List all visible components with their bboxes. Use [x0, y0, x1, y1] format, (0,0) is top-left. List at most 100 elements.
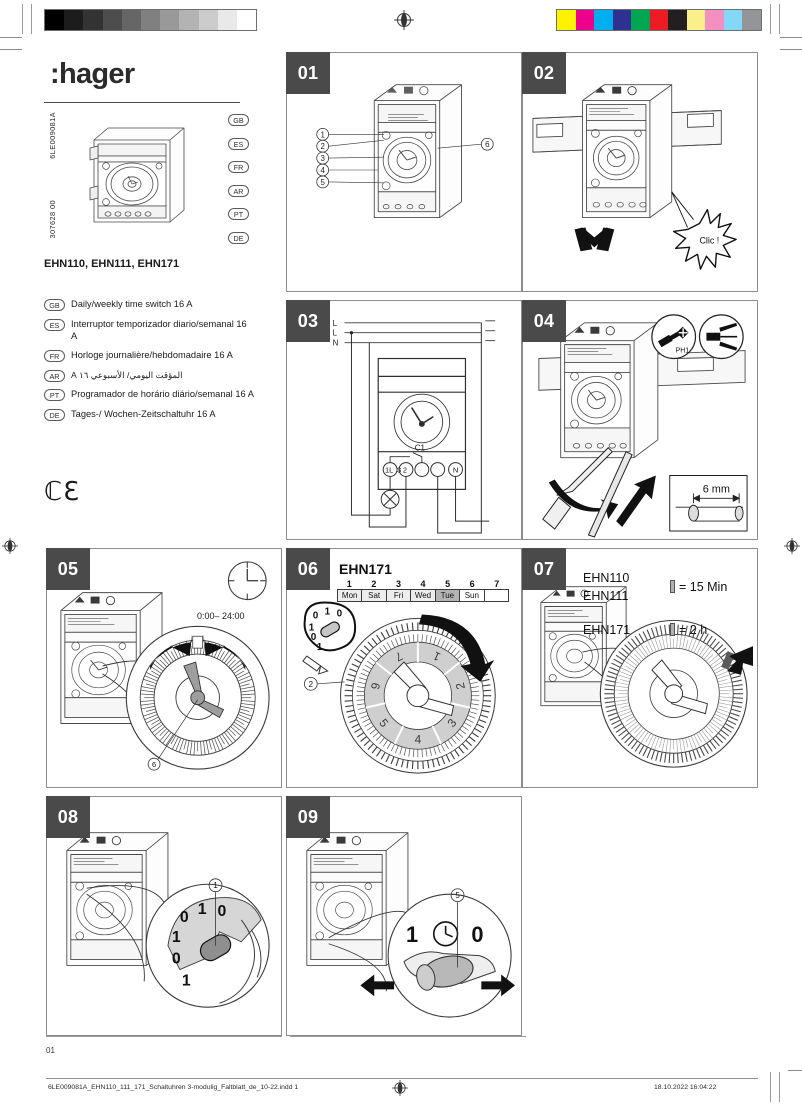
- gray-patch-10: [236, 10, 257, 30]
- weekday-number-1: 1: [346, 579, 352, 589]
- svg-text:C1: C1: [415, 444, 426, 453]
- gray-patch-3: [102, 10, 122, 30]
- weekday-number-2: 2: [371, 579, 377, 589]
- color-patch-0: [557, 10, 576, 30]
- svg-text:0: 0: [471, 922, 483, 947]
- bottom-rule-right: [290, 1036, 526, 1037]
- language-badge-de: DE: [44, 408, 65, 421]
- print-calibration-strip: [0, 0, 802, 50]
- grayscale-calibration-bar: [44, 9, 258, 31]
- crop-mark-right-2: [779, 4, 780, 34]
- bottom-rule-left: [46, 1036, 282, 1037]
- step-07-model-a1: EHN110: [583, 571, 630, 585]
- color-patch-4: [631, 10, 650, 30]
- color-patch-7: [686, 10, 705, 30]
- gray-patch-5: [140, 10, 161, 30]
- step-01-illustration: 12 34 56: [316, 84, 494, 219]
- footer-divider: [46, 1078, 758, 1079]
- description-text-es: Interruptor temporizador diario/semanal …: [71, 318, 247, 342]
- language-badge-fr: FR: [44, 350, 65, 363]
- description-row-de: DE Tages-/ Wochen-Zeitschaltuhr 16 A: [44, 408, 254, 421]
- footer-crop-line-2: [779, 1072, 780, 1102]
- gray-patch-7: [179, 10, 199, 30]
- weekday-label-2: Sat: [362, 590, 387, 601]
- step-number-03: 03: [286, 300, 330, 342]
- hager-logo: :hager: [50, 58, 135, 90]
- registration-tick-left: [0, 37, 22, 38]
- step-panel-08: 08: [46, 796, 282, 1036]
- registration-tick-right: [780, 37, 802, 38]
- gray-patch-6: [160, 10, 180, 30]
- step-07-model-b1: EHN171: [583, 623, 631, 637]
- step-07-value-a: = 15 Min: [670, 580, 727, 594]
- svg-text:1: 1: [309, 622, 315, 633]
- color-patch-10: [742, 10, 761, 30]
- step-number-06: 06: [286, 548, 330, 590]
- side-registration-icon-right: [784, 538, 800, 554]
- gray-patch-9: [217, 10, 237, 30]
- description-row-fr: FR Horloge journalière/hebdomadaire 16 A: [44, 349, 254, 363]
- gray-patch-0: [45, 10, 65, 30]
- svg-text:L: L: [333, 329, 338, 338]
- footer-tick-right: [788, 1070, 802, 1071]
- svg-text:1: 1: [317, 642, 323, 653]
- svg-text:2: 2: [403, 466, 407, 475]
- step-07-illustration: [540, 586, 754, 768]
- footer-crop-line: [770, 1072, 771, 1102]
- svg-text:5: 5: [455, 891, 460, 900]
- crop-mark-right: [770, 4, 771, 34]
- svg-text:2: 2: [453, 681, 468, 691]
- language-tag-gb: GB: [228, 114, 249, 126]
- description-text-de: Tages-/ Wochen-Zeitschaltuhr 16 A: [71, 408, 216, 419]
- description-row-pt: PT Programador de horário diário/semanal …: [44, 388, 254, 402]
- registration-tick-left-2: [0, 49, 22, 50]
- step-06-model-title: EHN171: [339, 561, 392, 577]
- weekday-label-1: Mon: [338, 590, 363, 601]
- doc-code-vertical: 6LE009081A: [48, 112, 57, 159]
- description-text-fr: Horloge journalière/hebdomadaire 16 A: [71, 350, 233, 361]
- svg-text:1: 1: [213, 881, 218, 890]
- svg-text:3: 3: [320, 154, 325, 163]
- svg-text:N: N: [453, 466, 458, 475]
- language-badge-pt: PT: [44, 389, 65, 402]
- sheet-content: :hager 6LE009081A 307628 00: [0, 40, 802, 1040]
- svg-text:0: 0: [172, 951, 181, 968]
- step-panel-01: 01: [286, 52, 522, 292]
- svg-text:2: 2: [309, 680, 313, 689]
- color-calibration-bar: [556, 9, 762, 31]
- step-number-04: 04: [522, 300, 566, 342]
- language-tag-column: GBESFRARPTDE: [228, 110, 254, 251]
- gray-patch-1: [64, 10, 84, 30]
- svg-text:2: 2: [320, 142, 324, 151]
- step-number-02: 02: [522, 52, 566, 94]
- footer-filename: 6LE009081A_EHN110_111_171_Schaltuhren 3-…: [48, 1084, 299, 1091]
- header-divider: [44, 102, 240, 103]
- registration-tick-right-2: [780, 49, 802, 50]
- svg-text:0: 0: [337, 608, 343, 619]
- product-illustration: [89, 127, 185, 223]
- language-tag-pt: PT: [228, 208, 249, 220]
- step-05-illustration: 6: [60, 561, 270, 771]
- step-panel-02: 02: [522, 52, 758, 292]
- color-patch-1: [575, 10, 594, 30]
- svg-text:N: N: [333, 339, 339, 348]
- ce-mark-icon: ℂℇ: [44, 477, 81, 507]
- svg-text:0: 0: [180, 909, 189, 926]
- language-tag-ar: AR: [228, 184, 249, 197]
- svg-text:6 mm: 6 mm: [703, 483, 730, 495]
- page-number: 01: [46, 1046, 55, 1055]
- segment-swatch-icon: [670, 580, 675, 593]
- clock-range-label: 0:00– 24:00: [197, 611, 245, 621]
- step-number-08: 08: [46, 796, 90, 838]
- svg-text:5: 5: [320, 178, 325, 187]
- svg-text:6: 6: [485, 140, 490, 149]
- footer-timestamp: 18.10.2022 16:04:22: [654, 1084, 717, 1091]
- svg-text:1: 1: [198, 901, 207, 918]
- description-text-gb: Daily/weekly time switch 16 A: [71, 299, 193, 309]
- gray-patch-4: [121, 10, 141, 30]
- description-text-pt: Programador de horário diário/semanal 16…: [71, 389, 254, 400]
